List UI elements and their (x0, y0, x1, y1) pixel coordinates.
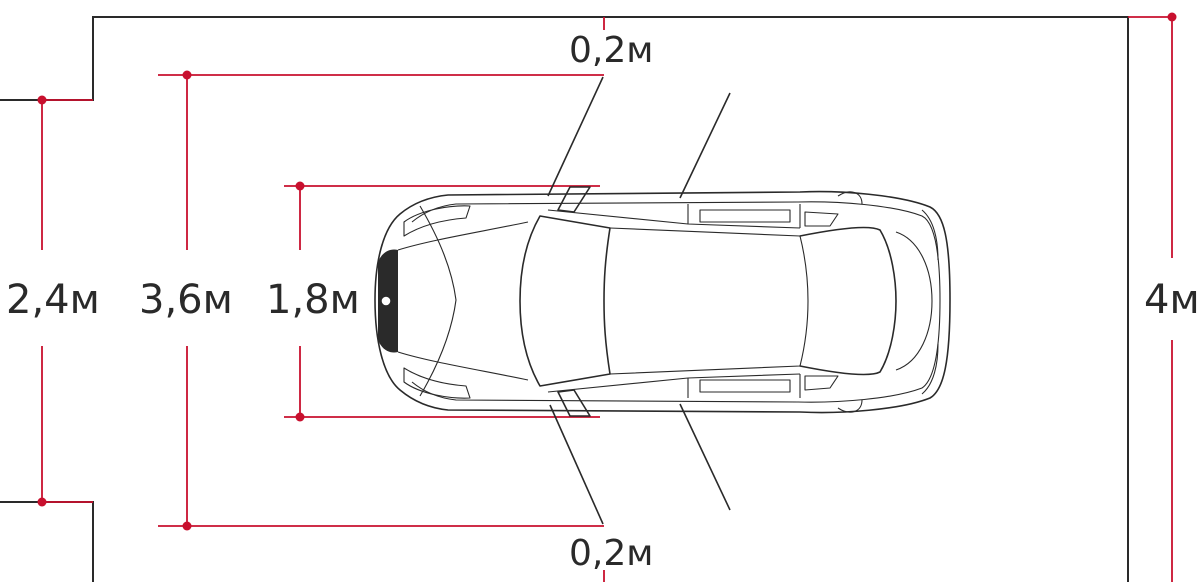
dimension-car-width (284, 181, 600, 422)
leader-line-top-right (679, 92, 731, 199)
leader-line-top-left (547, 76, 604, 197)
garage-wall-bottom (0, 501, 94, 582)
leader-line-bottom-right (679, 403, 731, 511)
leader-line-bottom-left (549, 404, 604, 525)
car-body-outline (374, 190, 951, 414)
car-mirror-left (557, 186, 591, 213)
garage-width-label: 3,6м (139, 277, 233, 323)
opening-width-label: 2,4м (6, 277, 100, 323)
car-windshield (519, 215, 611, 387)
dimension-garage-width (158, 70, 604, 531)
dimension-opening-width (37, 95, 93, 507)
gap-top-label: 0,2м (569, 30, 653, 71)
car-rear-window (799, 226, 897, 376)
car-mirror-right (557, 389, 591, 417)
car-top-view (374, 186, 951, 417)
garage-depth-label: 4м (1144, 277, 1200, 323)
car-roof (609, 227, 809, 375)
gap-bottom-label: 0,2м (569, 533, 653, 574)
car-width-label: 1,8м (266, 277, 360, 323)
dimension-garage-depth (1128, 12, 1177, 582)
